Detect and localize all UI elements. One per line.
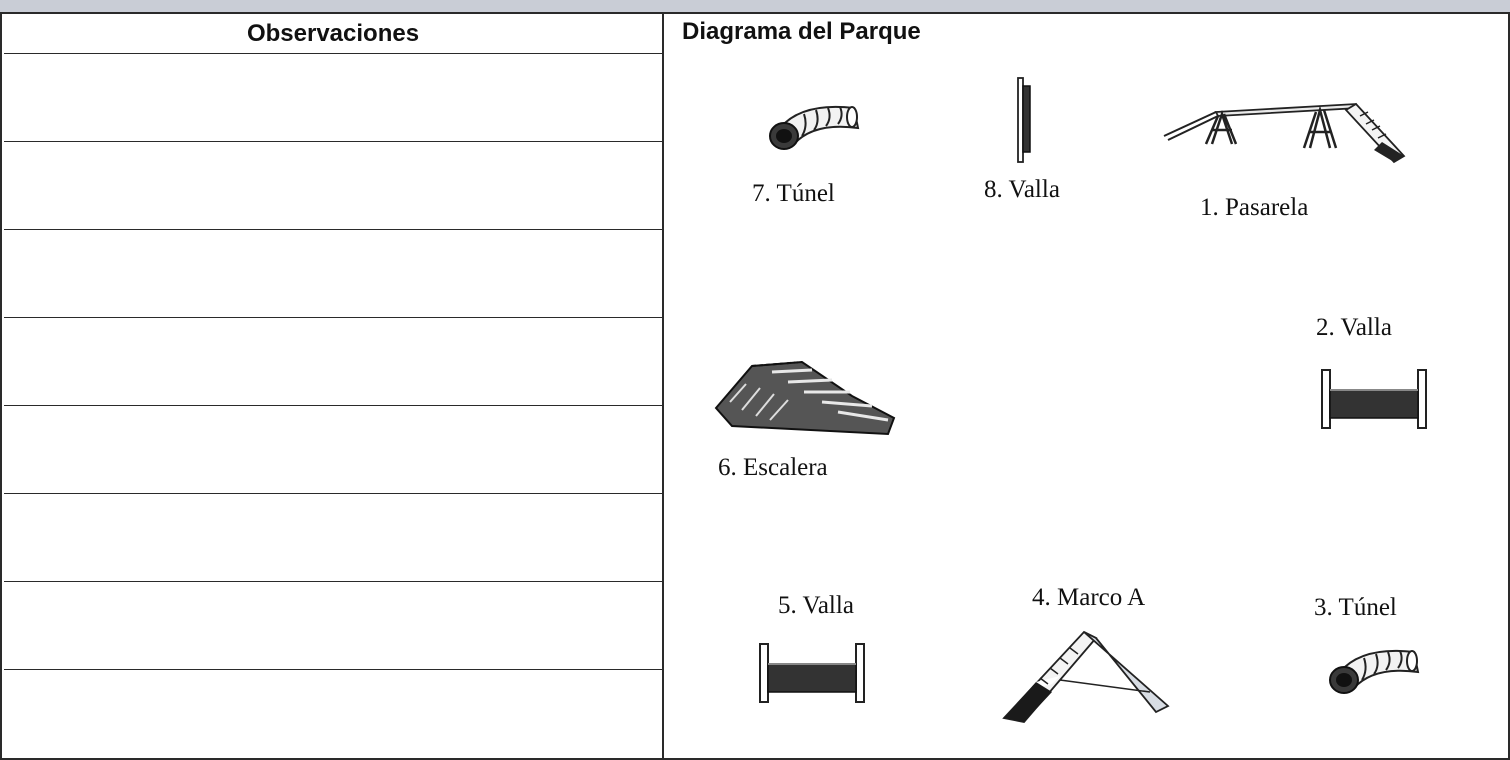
- observation-row[interactable]: [4, 318, 662, 406]
- hurdle-side-icon: [1012, 76, 1036, 164]
- observation-row[interactable]: [4, 670, 662, 758]
- equipment-label: 5. Valla: [778, 592, 854, 619]
- stairs-icon: [712, 344, 898, 438]
- observations-column: Observaciones: [4, 14, 664, 758]
- observation-sheet: Observaciones Diagrama del Parque 7. Tún…: [0, 14, 1510, 760]
- observations-header: Observaciones: [4, 14, 662, 54]
- observation-row[interactable]: [4, 582, 662, 670]
- equipment-label: 3. Túnel: [1314, 594, 1397, 621]
- hurdle-icon: [756, 642, 868, 704]
- observation-row[interactable]: [4, 142, 662, 230]
- observation-row[interactable]: [4, 494, 662, 582]
- equipment-label: 2. Valla: [1316, 314, 1392, 341]
- equipment-label: 7. Túnel: [752, 180, 835, 207]
- equipment-label: 4. Marco A: [1032, 584, 1146, 611]
- top-band: [0, 0, 1510, 14]
- observation-row[interactable]: [4, 230, 662, 318]
- observation-row[interactable]: [4, 54, 662, 142]
- diagram-title: Diagrama del Parque: [682, 18, 921, 45]
- tunnel-icon: [1322, 640, 1422, 698]
- observation-row[interactable]: [4, 406, 662, 494]
- hurdle-icon: [1318, 368, 1430, 430]
- equipment-label: 8. Valla: [984, 176, 1060, 203]
- equipment-label: 6. Escalera: [718, 454, 828, 481]
- dogwalk-icon: [1160, 96, 1410, 170]
- park-diagram: Diagrama del Parque 7. Túnel 8. Valla: [666, 14, 1508, 758]
- equipment-label: 1. Pasarela: [1200, 194, 1309, 221]
- tunnel-icon: [762, 96, 862, 154]
- a-frame-icon: [1000, 622, 1176, 724]
